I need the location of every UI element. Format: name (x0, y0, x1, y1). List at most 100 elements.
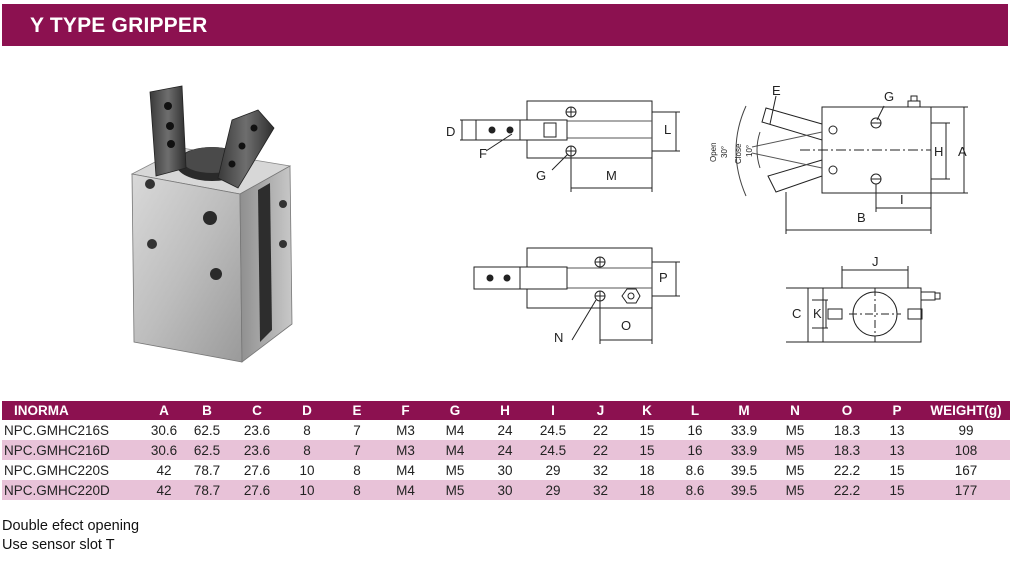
table-cell: 8 (282, 440, 332, 460)
col-header: INORMA (2, 401, 146, 420)
table-cell: 62.5 (182, 440, 232, 460)
table-cell: M4 (445, 422, 465, 438)
technical-drawings: D L F G M P N O (446, 83, 968, 345)
table-cell: 24.5 (529, 440, 577, 460)
table-cell: 15 (639, 422, 655, 438)
col-header: J (577, 401, 624, 420)
col-header: WEIGHT(g) (922, 401, 1010, 420)
col-header: N (768, 401, 822, 420)
table-cell: 16 (670, 440, 720, 460)
table-cell: NPC.GMHC220S (4, 462, 110, 478)
label-L: L (664, 122, 671, 137)
table-cell: 30.6 (146, 440, 182, 460)
col-header: B (182, 401, 232, 420)
note-double-effect: Double efect opening (2, 518, 140, 534)
table-cell: 13 (872, 440, 922, 460)
label-P: P (659, 270, 668, 285)
product-photo (130, 85, 293, 363)
table-cell: 27.6 (243, 462, 271, 478)
table-cell: 8 (353, 462, 361, 478)
table-cell: 15 (872, 480, 922, 500)
label-G-side: G (536, 168, 546, 183)
table-cell: 8.6 (670, 480, 720, 500)
table-cell: M5 (785, 422, 805, 438)
label-C: C (792, 306, 801, 321)
table-row: NPC.GMHC220D 42 78.7 27.6 10 8 M4 M5 30 … (2, 480, 1010, 500)
table-cell: 13 (889, 422, 905, 438)
col-header: O (822, 401, 872, 420)
spec-table: INORMA A B C D E F G H I J K L M N O P W… (2, 401, 1010, 500)
label-close-angle: 10° (745, 145, 754, 157)
table-cell: NPC.GMHC220D (2, 480, 146, 500)
table-cell: 24 (497, 422, 513, 438)
table-cell: 22 (577, 440, 624, 460)
table-cell: 23.6 (232, 440, 282, 460)
label-N: N (554, 330, 563, 345)
col-header: A (146, 401, 182, 420)
table-cell: 8.6 (685, 462, 705, 478)
title-bar: Y TYPE GRIPPER (2, 4, 1008, 46)
table-cell: 10 (282, 480, 332, 500)
table-cell: 15 (624, 440, 670, 460)
col-header: C (232, 401, 282, 420)
table-cell: M3 (382, 440, 429, 460)
table-cell: M4 (396, 462, 415, 478)
table-cell: 33.9 (720, 440, 768, 460)
table-cell: 22 (592, 422, 609, 438)
col-header: H (481, 401, 529, 420)
page-title: Y TYPE GRIPPER (30, 14, 208, 37)
table-cell: 78.7 (182, 480, 232, 500)
table-cell: 27.6 (232, 480, 282, 500)
col-header: L (670, 401, 720, 420)
table-cell: 39.5 (730, 462, 758, 478)
label-B: B (857, 210, 866, 225)
note-sensor-slot: Use sensor slot T (2, 537, 115, 553)
table-row: NPC.GMHC216D 30.6 62.5 23.6 8 7 M3 M4 24… (2, 440, 1010, 460)
label-D: D (446, 124, 455, 139)
table-cell: 22.2 (833, 462, 861, 478)
table-cell: 39.5 (720, 480, 768, 500)
label-open: Open (709, 142, 718, 162)
table-cell: M5 (785, 462, 805, 478)
table-cell: 42 (156, 462, 172, 478)
table-cell: 8 (303, 422, 311, 438)
table-cell: M4 (382, 480, 429, 500)
label-A: A (958, 144, 967, 159)
table-cell: M3 (396, 422, 415, 438)
table-cell: NPC.GMHC216D (2, 440, 146, 460)
table-cell: M5 (445, 462, 465, 478)
col-header: M (720, 401, 768, 420)
table-cell: 99 (958, 422, 974, 438)
label-M: M (606, 168, 617, 183)
label-K: K (813, 306, 822, 321)
label-E: E (772, 83, 781, 98)
table-cell: 30 (481, 480, 529, 500)
table-cell: 29 (529, 480, 577, 500)
label-O: O (621, 318, 631, 333)
col-header: F (382, 401, 429, 420)
table-cell: 18 (624, 480, 670, 500)
label-open-angle: 30° (720, 146, 729, 158)
table-header-row: INORMA A B C D E F G H I J K L M N O P W… (2, 401, 1010, 420)
table-cell: 7 (353, 422, 361, 438)
table-cell: 7 (332, 440, 382, 460)
table-cell: M5 (768, 480, 822, 500)
side-view-bottom (473, 247, 680, 344)
label-F: F (479, 146, 487, 161)
table-cell: 78.7 (193, 462, 221, 478)
label-H: H (934, 144, 943, 159)
table-cell: 32 (577, 480, 624, 500)
front-view (735, 95, 968, 234)
col-header: P (872, 401, 922, 420)
label-G-front: G (884, 89, 894, 104)
bottom-view (786, 266, 941, 343)
table-cell: M4 (429, 440, 481, 460)
col-header: G (429, 401, 481, 420)
col-header: I (529, 401, 577, 420)
label-J: J (872, 254, 879, 269)
table-cell: 29 (545, 462, 561, 478)
table-cell: 30.6 (150, 422, 178, 438)
table-row: NPC.GMHC220S 42 78.7 27.6 10 8 M4 M5 30 … (2, 460, 1010, 480)
table-cell: 24.5 (539, 422, 567, 438)
table-cell: 62.5 (193, 422, 221, 438)
